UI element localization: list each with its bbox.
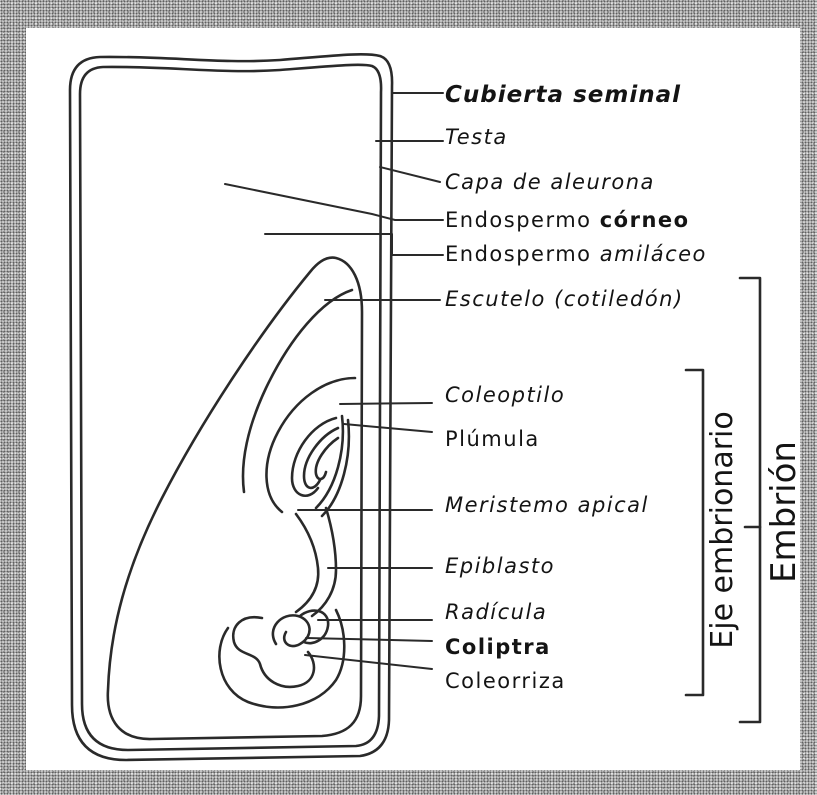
leader-line-plumula xyxy=(344,424,432,432)
label-coleoptilo: Coleoptilo xyxy=(445,383,565,407)
label-endospermo-amilaceo-qualifier: amiláceo xyxy=(600,242,707,266)
label-epiblasto: Epiblasto xyxy=(445,554,555,578)
label-escutelo: Escutelo (cotiledón) xyxy=(445,287,684,311)
label-testa: Testa xyxy=(445,125,508,149)
label-plumula: Plúmula xyxy=(445,427,540,451)
leader-line-coleorriza xyxy=(305,655,432,669)
leader-line-endospermo-amilaceo xyxy=(265,234,443,255)
label-radicula: Radícula xyxy=(445,600,547,624)
label-endospermo-corneo: Endospermo córneo xyxy=(445,208,690,232)
leader-line-capa-de-aleurona xyxy=(380,167,440,182)
embryonic-axis-left xyxy=(296,514,318,612)
plumule-leaf xyxy=(316,438,338,479)
leader-line-endospermo-corneo xyxy=(225,184,443,220)
label-endospermo-amilaceo-noun: Endospermo xyxy=(445,242,592,266)
leader-line-coleoptilo xyxy=(340,403,432,404)
bracket-eje-embrionario xyxy=(686,370,703,695)
label-meristemo-apical: Meristemo apical xyxy=(445,493,649,517)
label-endospermo-corneo-qualifier: córneo xyxy=(600,208,690,232)
seed-coat-inner-line xyxy=(80,65,381,750)
label-cubierta-seminal: Cubierta seminal xyxy=(445,82,681,108)
label-coliptra: Coliptra xyxy=(445,635,551,659)
label-eje-embrionario: Eje embrionario xyxy=(708,411,738,648)
label-endospermo-amilaceo: Endospermo amiláceo xyxy=(445,242,707,266)
label-coleorriza: Coleorriza xyxy=(445,669,566,693)
embryonic-axis-right xyxy=(312,508,336,616)
label-endospermo-corneo-noun: Endospermo xyxy=(445,208,592,232)
plumule-leaf xyxy=(292,418,336,496)
label-capa-de-aleurona: Capa de aleurona xyxy=(445,170,655,194)
bracket-embrion xyxy=(740,278,760,722)
scutellum-inner-edge xyxy=(243,290,352,492)
embryo xyxy=(108,258,362,739)
leader-line-coliptra xyxy=(306,638,432,641)
plumule-leaf xyxy=(316,416,343,508)
label-embrion: Embrión xyxy=(767,441,801,583)
